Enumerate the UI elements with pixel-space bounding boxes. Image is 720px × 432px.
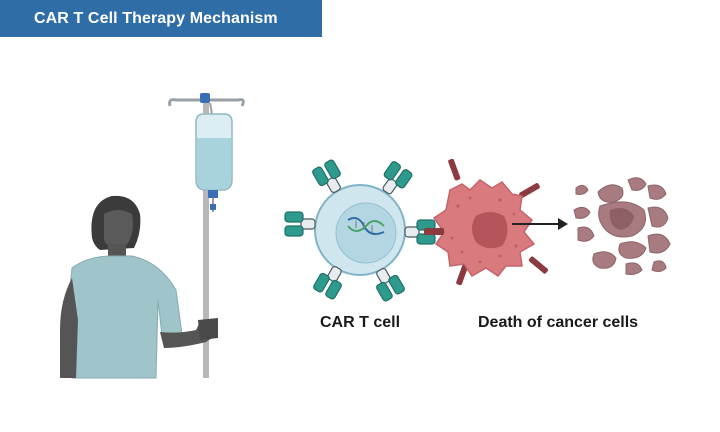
car-t-cell-label: CAR T cell bbox=[320, 314, 401, 331]
dna-icon bbox=[347, 217, 385, 235]
iv-drip-icon bbox=[168, 93, 245, 378]
title-banner: CAR T Cell Therapy Mechanism bbox=[0, 0, 322, 37]
car-receptor bbox=[284, 211, 316, 237]
patient-icon bbox=[60, 195, 218, 379]
death-of-cancer-cells-label: Death of cancer cells bbox=[478, 314, 639, 331]
arrow-right-icon bbox=[512, 218, 568, 230]
dead-cell-core bbox=[609, 208, 634, 230]
cancer-cell bbox=[424, 158, 549, 286]
page-title: CAR T Cell Therapy Mechanism bbox=[34, 9, 278, 27]
car-t-cell bbox=[284, 158, 436, 303]
